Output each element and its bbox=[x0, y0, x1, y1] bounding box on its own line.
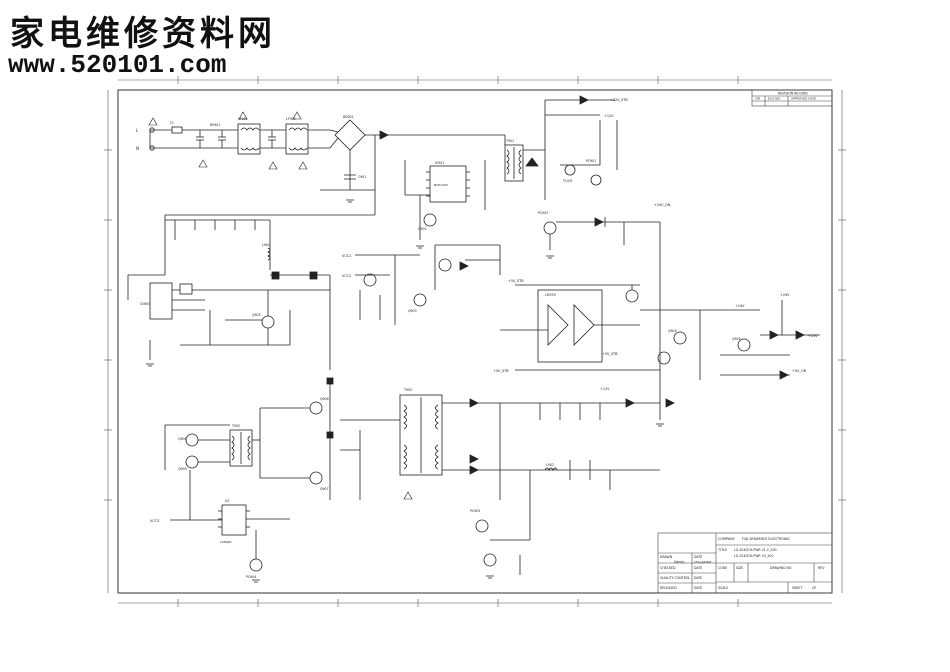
rail-24v-b: +24V bbox=[780, 293, 790, 297]
ref-t903: T903 bbox=[403, 388, 412, 392]
title-date-label: DATE bbox=[694, 555, 702, 559]
ref-tl431: TL431 bbox=[562, 179, 573, 183]
title-checked-label: CHECKED bbox=[660, 566, 676, 570]
bridge-rectifier bbox=[320, 119, 395, 191]
rail-vcc1: VCC1 bbox=[342, 254, 351, 258]
control-section bbox=[355, 244, 501, 325]
ref-fuse: F1 bbox=[170, 121, 174, 125]
watermark-site-url: www.520101.com bbox=[8, 50, 227, 80]
ref-ic1-part: NCP1203 bbox=[434, 183, 448, 187]
llc-section bbox=[164, 377, 675, 575]
title-company-label: COMPANY bbox=[718, 537, 736, 541]
rail-24v-a: +24V bbox=[735, 304, 745, 308]
revision-col-eco: ECO NO. bbox=[768, 97, 781, 101]
ac-neutral-label: N bbox=[136, 146, 139, 151]
rail-12v-out: +12V bbox=[600, 387, 610, 391]
rail-5v-stb-b: +5V_STB bbox=[602, 352, 618, 356]
rail-vcc3: VCC3 bbox=[150, 519, 159, 523]
title-qc-label: QUALITY CONTROL bbox=[660, 576, 690, 580]
ground-symbols bbox=[146, 199, 664, 583]
revision-title: REVISION RECORD bbox=[778, 92, 808, 96]
title-date-label-2: DATE bbox=[694, 566, 702, 570]
rail-vcc2: VCC2 bbox=[342, 274, 351, 278]
ref-rv1: RV901 bbox=[210, 123, 220, 127]
title-scale-label: SCALE bbox=[718, 586, 728, 590]
title-date-label-4: DATE bbox=[694, 586, 702, 590]
title-of-label: OF bbox=[812, 586, 817, 590]
ref-q909: Q909 bbox=[178, 467, 187, 471]
title-block bbox=[657, 532, 833, 594]
title-code-label: CODE bbox=[718, 566, 727, 570]
title-drawing-no-label: DRAWING NO. bbox=[770, 566, 792, 570]
ref-q902: Q902 bbox=[252, 313, 261, 317]
comparator-section bbox=[500, 222, 820, 420]
ref-bulk-cap: C901 bbox=[358, 175, 366, 179]
ref-q901: Q901 bbox=[418, 227, 427, 231]
drawing-frame bbox=[117, 89, 833, 594]
revision-col-approved: APPROVED DATE bbox=[791, 97, 816, 101]
ref-t901: T901 bbox=[505, 139, 514, 143]
title-drawn-value: Dandy bbox=[674, 560, 684, 564]
ref-u2: U2 bbox=[225, 499, 229, 503]
title-date-value: 15Aug2006 bbox=[694, 560, 711, 564]
ref-q907: Q907 bbox=[320, 487, 329, 491]
ref-pc2: PC902 bbox=[538, 211, 548, 215]
title-title-label: TITLE bbox=[717, 548, 727, 552]
title-company-value: FUJI DYNAMICS ELECTRONIC bbox=[742, 537, 791, 541]
ref-cn1: CN901 bbox=[140, 302, 151, 306]
frame-zone-ticks bbox=[104, 76, 846, 607]
title-released-label: RELEASED bbox=[660, 586, 677, 590]
ref-ic1: IC901 bbox=[435, 161, 444, 165]
ref-q905: Q905 bbox=[732, 337, 741, 341]
ref-u4: LM339 bbox=[545, 293, 556, 297]
ref-pc1: PC901 bbox=[586, 159, 596, 163]
rail-5v-stb-a: +5V_STB bbox=[508, 279, 524, 283]
ref-l901: L901 bbox=[262, 243, 270, 247]
ref-q903: Q903 bbox=[408, 309, 417, 313]
ref-pc4: PC904 bbox=[246, 575, 256, 579]
ref-l902: L902 bbox=[546, 463, 554, 467]
watermark-site-name: 家电维修资料网 bbox=[10, 14, 276, 54]
standby-flyback bbox=[164, 95, 660, 275]
revision-block bbox=[751, 89, 833, 107]
ref-pc3: PC903 bbox=[470, 509, 480, 513]
ac-line-label: L bbox=[136, 128, 139, 133]
revision-col-ltr: LTR bbox=[755, 97, 760, 101]
ref-bridge: BD901 bbox=[343, 115, 354, 119]
rail-24v-c: +24V bbox=[808, 334, 818, 338]
title-line-2: LG-2040CH-PWR V3_200 bbox=[734, 554, 773, 558]
ref-q906: Q906 bbox=[320, 397, 329, 401]
title-drawn-label: DRAWN bbox=[660, 555, 673, 559]
title-sheet-label: SHEET bbox=[792, 586, 802, 590]
rail-12v: +12V bbox=[604, 114, 614, 118]
ac-input-section bbox=[148, 111, 330, 170]
ref-u2-part: L6599D bbox=[220, 540, 232, 544]
rail-12v-stb: +12V_STB bbox=[610, 98, 628, 102]
ref-q904: Q904 bbox=[668, 329, 677, 333]
rail-5v-stb-c: +5V_STB bbox=[493, 369, 509, 373]
ref-lf2: LF902 bbox=[286, 117, 296, 121]
ref-q908: Q908 bbox=[178, 437, 187, 441]
rail-24v-on: +24V_ON bbox=[654, 203, 671, 207]
pfc-section bbox=[127, 219, 331, 370]
title-size-label: SIZE bbox=[736, 566, 743, 570]
ref-lf1: LF901 bbox=[238, 117, 248, 121]
ref-t902: T902 bbox=[231, 424, 240, 428]
rail-5v-on: +5V_ON bbox=[792, 369, 807, 373]
title-line-1: LG-2040CH-PWR V1.2_200 bbox=[734, 548, 777, 552]
title-rev-label: REV bbox=[818, 566, 825, 570]
title-date-label-3: DATE bbox=[694, 576, 702, 580]
